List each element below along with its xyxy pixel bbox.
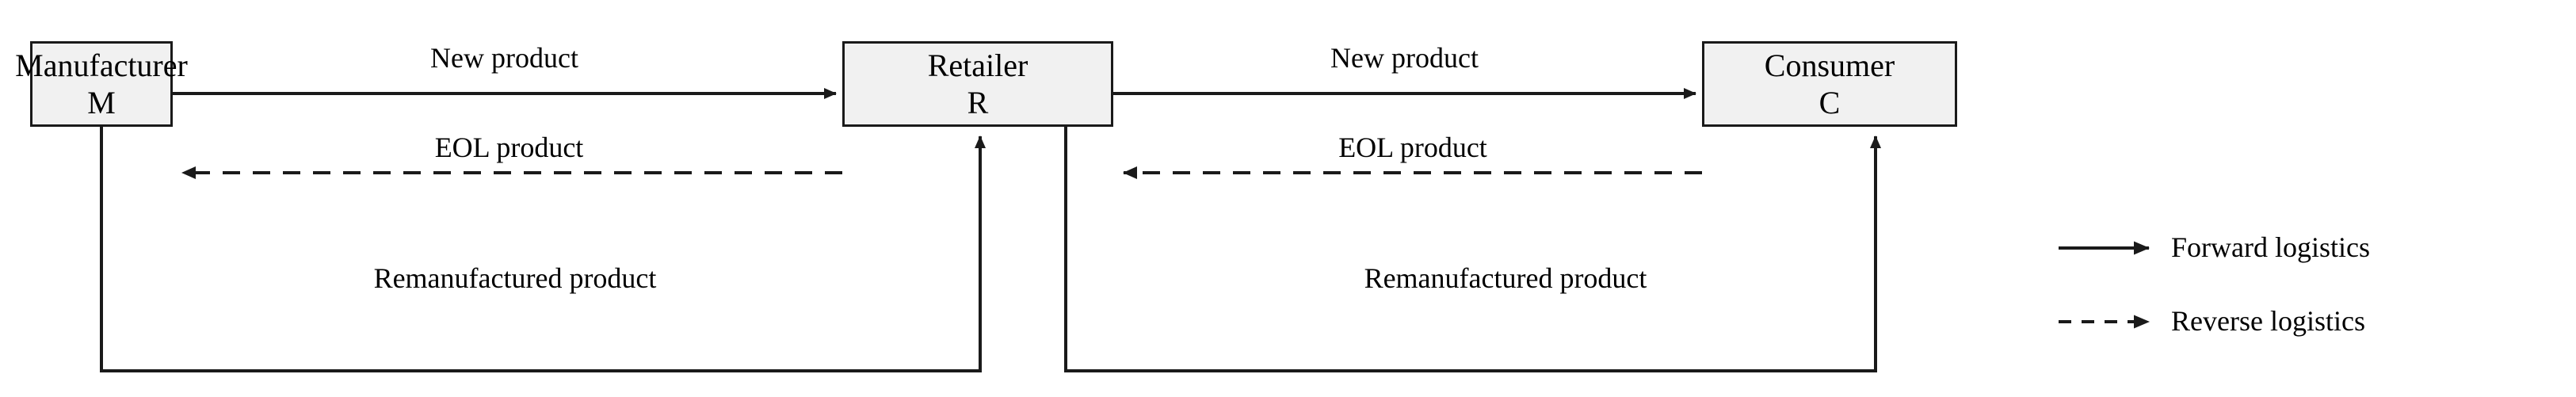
edge-line-r-c-reman [1064,127,1881,372]
edge-label-r-c-reman: Remanufactured product [1364,262,1647,294]
node-retailer-symbol: R [967,85,989,120]
node-consumer-title: Consumer [1764,47,1895,83]
edge-label-m-r-reman: Remanufactured product [373,262,657,294]
node-retailer[interactable]: Retailer R [842,41,1113,127]
node-consumer-symbol: C [1818,85,1841,120]
node-manufacturer-title: Manufacturer [15,47,188,83]
node-retailer-title: Retailer [927,47,1028,83]
legend-label-forward: Forward logistics [2171,231,2370,263]
node-consumer[interactable]: Consumer C [1702,41,1957,127]
edge-label-r-m-eol: EOL product [434,132,584,163]
edge-label-m-r-new: New product [430,42,578,74]
edge-label-c-r-eol: EOL product [1338,132,1487,163]
node-manufacturer[interactable]: Manufacturer M [15,41,188,127]
node-manufacturer-symbol: M [87,85,116,120]
edge-line-m-r-reman [100,127,986,372]
legend-label-reverse: Reverse logistics [2171,305,2365,337]
edge-label-r-c-new: New product [1330,42,1479,74]
